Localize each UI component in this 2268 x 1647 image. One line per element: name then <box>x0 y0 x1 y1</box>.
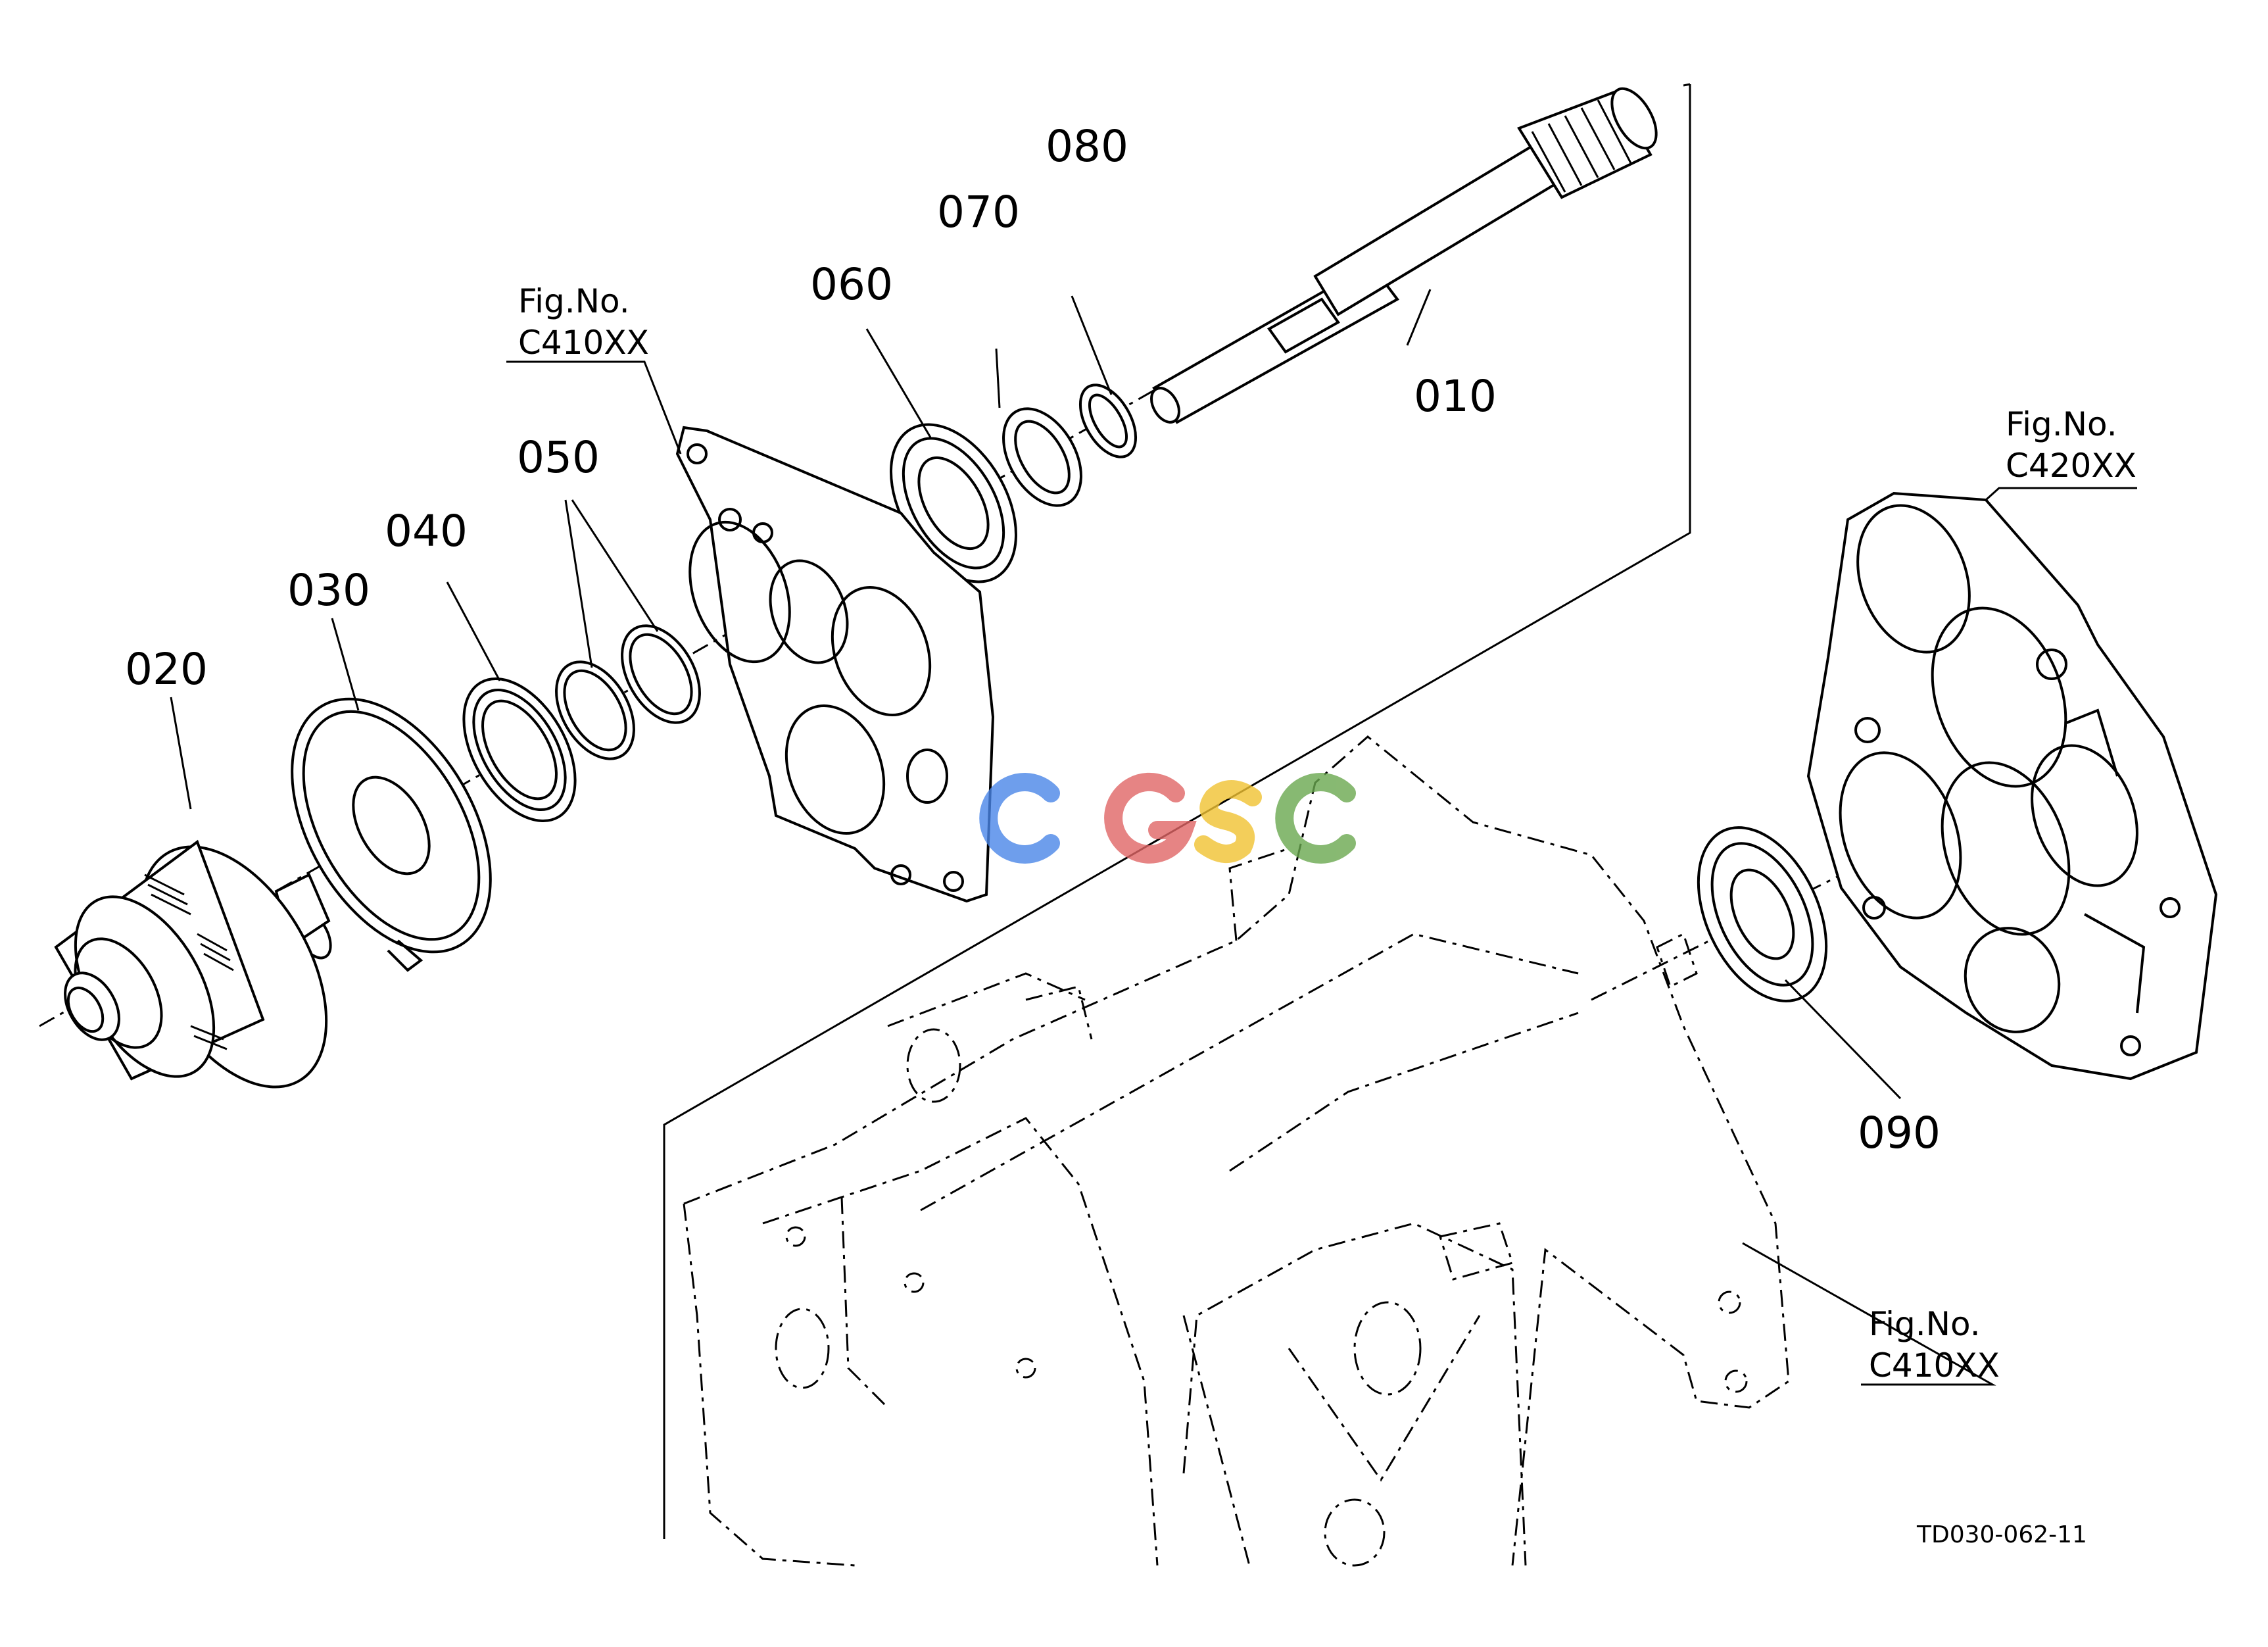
fig-ref-right-line1: Fig.No. <box>2006 405 2117 443</box>
figure-reference-labels: Fig.No. C410XX Fig.No. C420XX Fig.No. C4… <box>518 282 2136 1385</box>
part-labels: 010 020 030 040 050 060 070 080 090 <box>125 121 1941 1158</box>
drawing-code: TD030-062-11 <box>1916 1521 2087 1548</box>
part-030-plate <box>291 697 492 972</box>
label-010: 010 <box>1414 371 1497 422</box>
label-060: 060 <box>810 259 893 310</box>
fig-ref-right-line2: C420XX <box>2006 447 2136 485</box>
label-020: 020 <box>125 644 208 695</box>
part-020-clutch-drum <box>54 839 332 1089</box>
fig-ref-top-line2: C410XX <box>518 324 649 362</box>
part-080-snap-ring <box>1078 383 1138 458</box>
fig-ref-bottom-line1: Fig.No. <box>1869 1305 1981 1343</box>
part-010-shaft <box>1150 87 1658 424</box>
label-030: 030 <box>287 565 370 616</box>
part-050-shims <box>555 624 701 760</box>
transmission-case <box>683 735 1790 1567</box>
label-040: 040 <box>385 506 468 556</box>
label-090: 090 <box>1858 1108 1941 1158</box>
fig-ref-bottom-line2: C410XX <box>1869 1346 2000 1385</box>
label-070: 070 <box>937 187 1020 237</box>
fig-ref-top-line1: Fig.No. <box>518 282 630 320</box>
housing-plate-top <box>675 426 995 903</box>
cgsc-watermark-logo <box>979 772 1356 864</box>
label-050: 050 <box>517 432 600 483</box>
leader-lines <box>170 289 2137 1386</box>
part-070-washer <box>1002 407 1082 507</box>
part-040-seal <box>462 677 577 823</box>
label-080: 080 <box>1046 121 1128 172</box>
part-090-bearing <box>1697 826 1828 1002</box>
housing-cover-right <box>1806 491 2218 1081</box>
